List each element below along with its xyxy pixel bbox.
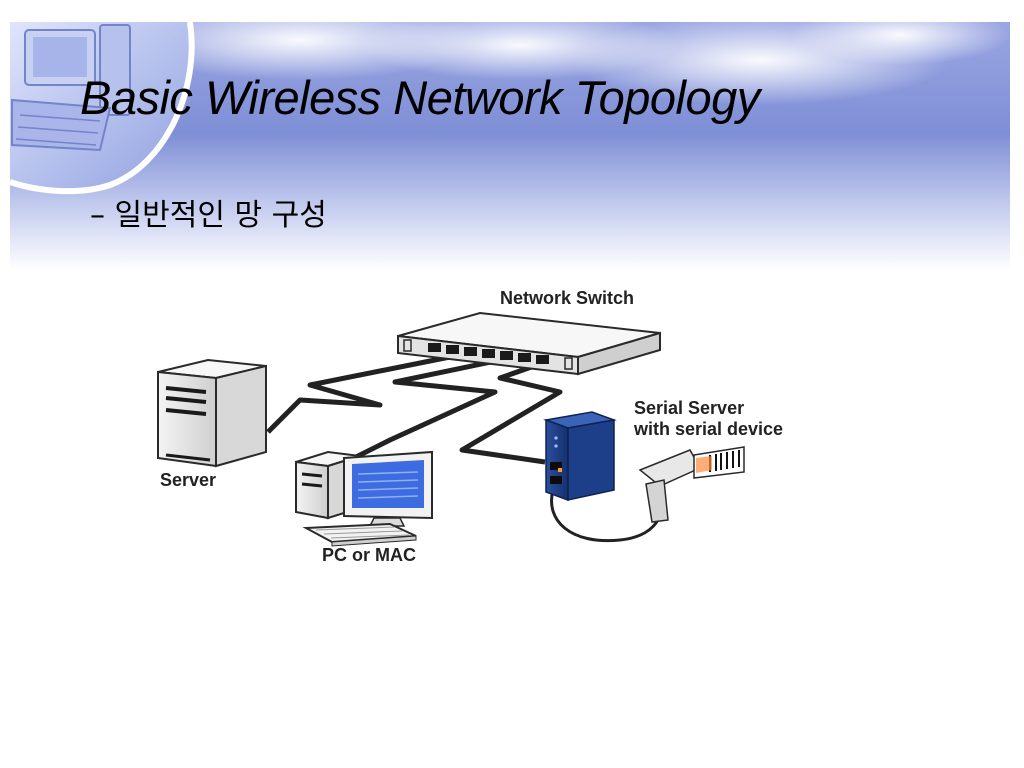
slide-banner-background — [9, 0, 1010, 270]
label-serial-server-line1: Serial Server — [634, 398, 744, 418]
slide-title: Basic Wireless Network Topology — [80, 71, 760, 124]
label-server: Server — [160, 470, 216, 490]
network-cables — [264, 350, 663, 543]
network-switch — [397, 311, 661, 376]
serial-server-device — [543, 411, 617, 502]
barcode-scanner — [638, 449, 702, 523]
barcode-label-icon — [693, 446, 745, 479]
pc-computer — [295, 450, 433, 547]
slide-bullet: – 일반적인 망 구성 — [90, 198, 327, 233]
server-tower — [157, 358, 267, 468]
corner-computer-emblem — [9, 21, 195, 195]
label-network-switch: Network Switch — [500, 288, 634, 308]
keyboard — [302, 522, 417, 547]
label-serial-server-line2: with serial device — [633, 419, 783, 439]
pc-monitor — [343, 450, 433, 527]
label-pc-or-mac: PC or MAC — [322, 545, 416, 565]
switch-ports — [428, 343, 549, 364]
